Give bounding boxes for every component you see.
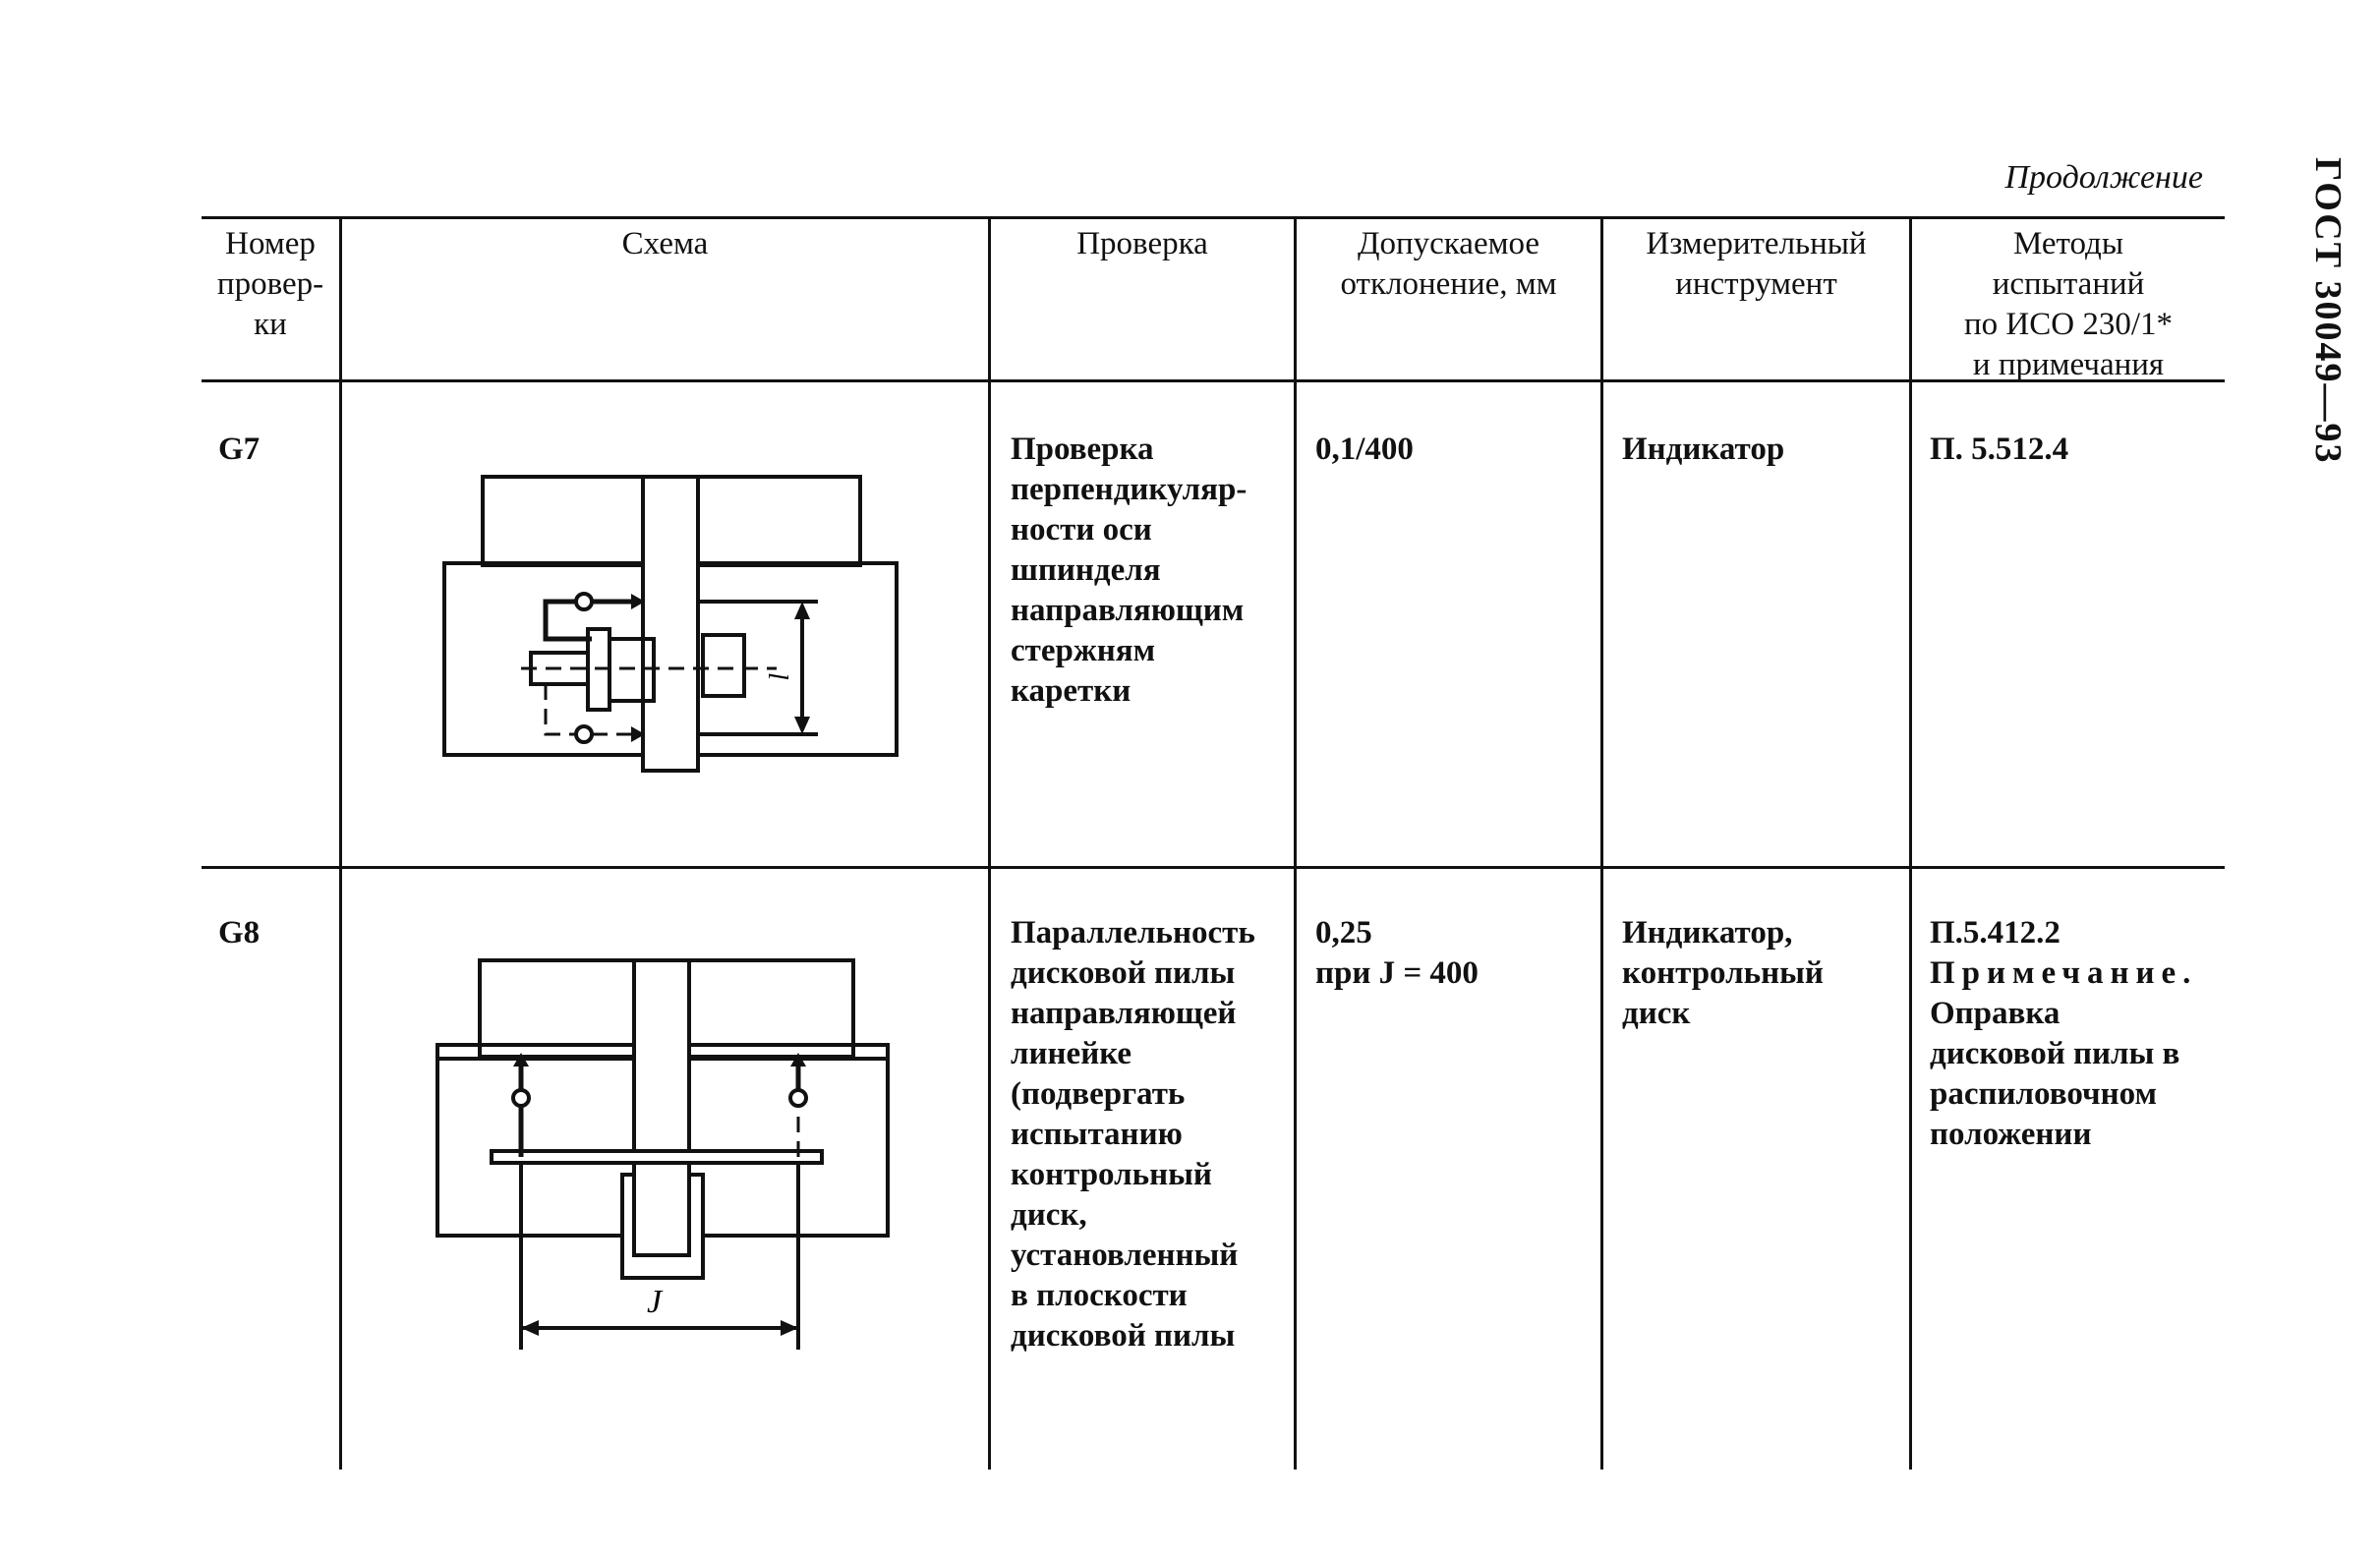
column-divider — [1600, 216, 1603, 1470]
row-separator — [202, 866, 2225, 869]
column-divider — [1294, 216, 1297, 1470]
row-number: G7 — [218, 432, 261, 467]
document-side-code: ГОСТ 30049—93 — [2307, 157, 2349, 465]
scheme-label-l: l — [762, 672, 792, 680]
header-scheme: Схема — [621, 226, 709, 261]
note-label: Примечание. — [1930, 955, 2198, 991]
scheme-diagram-g7: l — [442, 475, 899, 773]
continuation-label: Продолжение — [2004, 159, 2203, 196]
instrument: Индикатор — [1622, 432, 1785, 467]
column-divider — [1909, 216, 1912, 1470]
column-divider — [988, 216, 991, 1470]
scheme-label-j: J — [647, 1284, 664, 1320]
tolerance-value: 0,1/400 — [1315, 432, 1414, 467]
scheme-diagram-g8: J — [435, 958, 890, 1350]
header-check: Проверка — [1076, 226, 1208, 261]
row-number: G8 — [218, 915, 261, 951]
table-top-rule — [202, 216, 2225, 219]
header-bottom-rule — [202, 379, 2225, 382]
methods-reference: П. 5.512.4 — [1930, 432, 2069, 467]
column-divider — [339, 216, 342, 1470]
